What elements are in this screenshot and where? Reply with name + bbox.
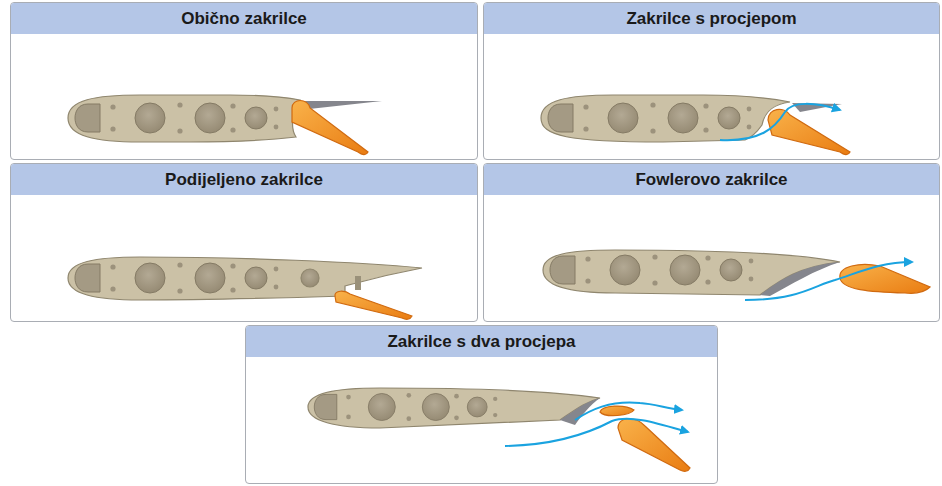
panel-header: Obično zakrilce	[11, 3, 477, 34]
panel-header: Podijeljeno zakrilce	[11, 164, 477, 195]
panel-header: Zakrilce s procjepom	[484, 3, 939, 34]
flap-panel: Fowlerovo zakrilce	[483, 163, 940, 322]
panel-title: Zakrilce s dva procjepa	[387, 332, 575, 352]
flap-panel: Obično zakrilce	[10, 2, 478, 160]
panel-header: Fowlerovo zakrilce	[484, 164, 939, 195]
flap-panel: Zakrilce s procjepom	[483, 2, 940, 160]
panel-title: Fowlerovo zakrilce	[635, 170, 787, 190]
panel-title: Zakrilce s procjepom	[626, 9, 796, 29]
panel-title: Podijeljeno zakrilce	[165, 170, 323, 190]
panel-header: Zakrilce s dva procjepa	[246, 326, 717, 357]
flap-panel: Podijeljeno zakrilce	[10, 163, 478, 322]
flap-panel: Zakrilce s dva procjepa	[245, 325, 718, 484]
panel-title: Obično zakrilce	[181, 9, 307, 29]
